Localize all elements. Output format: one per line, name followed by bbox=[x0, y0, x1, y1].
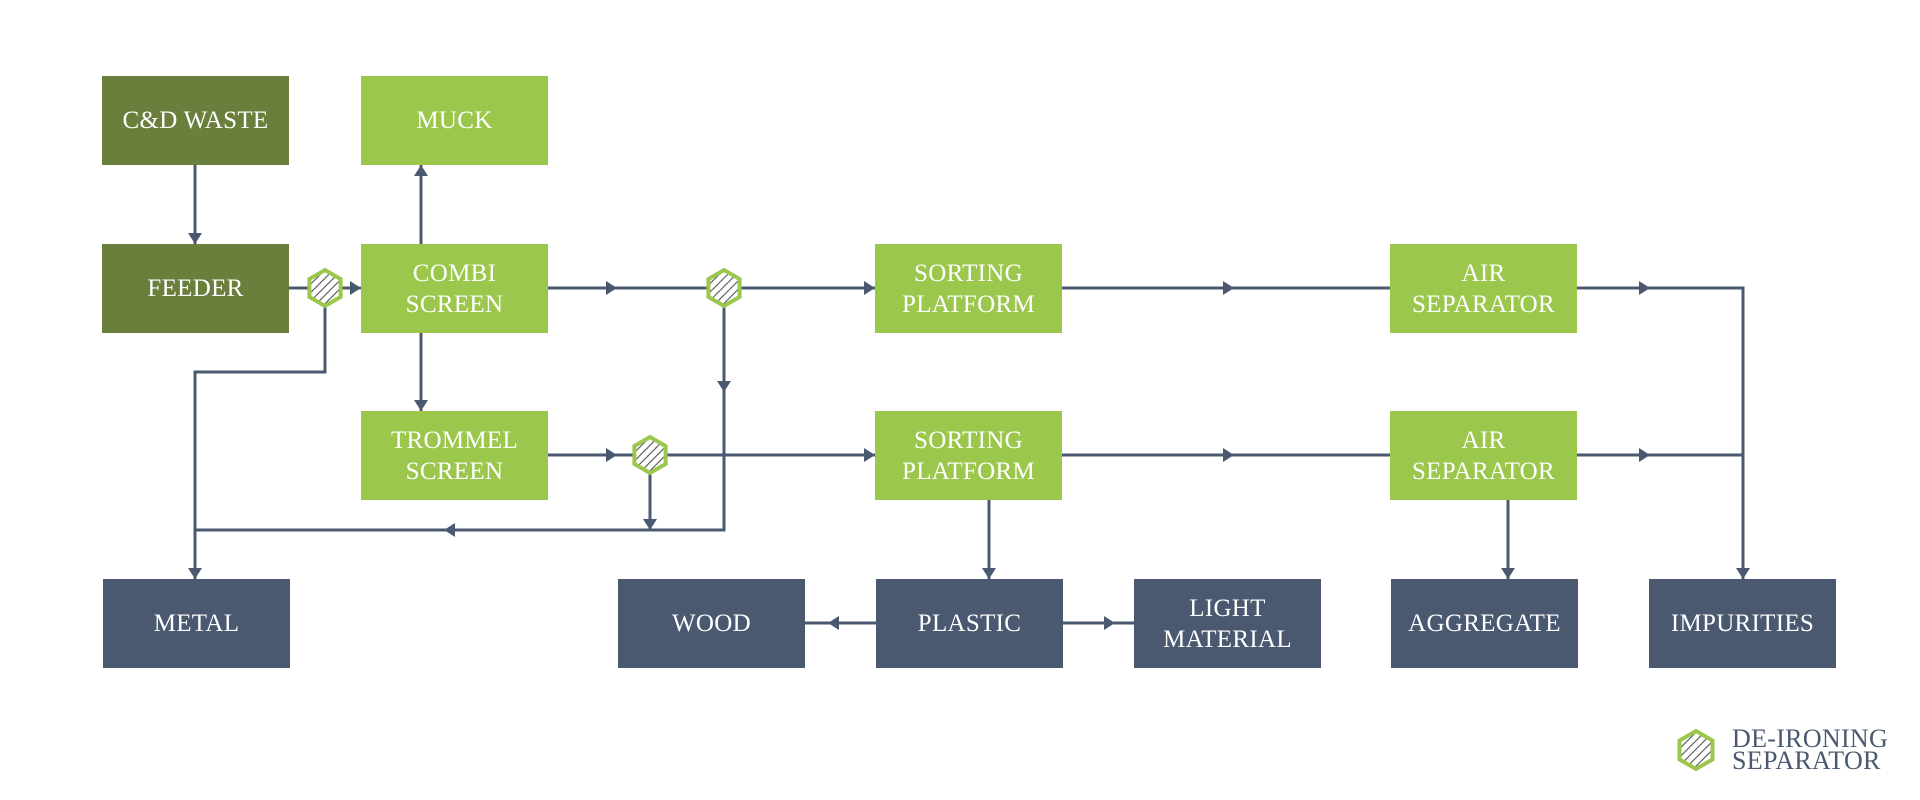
node-label: C&D WASTE bbox=[122, 107, 269, 134]
node-label: PLASTIC bbox=[917, 610, 1022, 637]
arrow-combi-sep-down bbox=[717, 381, 731, 392]
node-label: SEPARATOR bbox=[1411, 290, 1556, 318]
connector-air-top-impurities bbox=[1577, 286, 1745, 579]
arrow-metal-return bbox=[444, 523, 455, 537]
arrow-to-metal bbox=[188, 568, 202, 579]
arrow-trommel-sep-down bbox=[643, 519, 657, 530]
node-aggregate: AGGREGATE bbox=[1391, 579, 1578, 668]
node-label: AIR bbox=[1461, 426, 1506, 454]
node-label: PLATFORM bbox=[902, 457, 1035, 485]
arrow-to-muck bbox=[414, 165, 428, 176]
arrow-to-light-material bbox=[1104, 616, 1115, 630]
arrow-combi-mid bbox=[606, 281, 617, 295]
arrow-to-impurities bbox=[1736, 568, 1750, 579]
arrow-to-feeder bbox=[188, 233, 202, 244]
node-label: MUCK bbox=[416, 107, 493, 134]
legend-label-line1: DE-IRONING bbox=[1732, 724, 1889, 753]
de-ironing-separator-icon bbox=[706, 267, 742, 309]
node-label: PLATFORM bbox=[902, 290, 1035, 318]
node-label: SEPARATOR bbox=[1411, 457, 1556, 485]
node-label: AIR bbox=[1461, 259, 1506, 287]
arrow-to-combi-screen bbox=[350, 281, 361, 295]
node-label: AGGREGATE bbox=[1408, 610, 1561, 637]
arrow-air-bottom-out bbox=[1639, 448, 1650, 462]
arrow-air-top-out bbox=[1639, 281, 1650, 295]
node-feeder: FEEDER bbox=[102, 244, 289, 333]
node-cd-waste: C&D WASTE bbox=[102, 76, 289, 165]
connector-feeder-sep-metal bbox=[193, 307, 327, 579]
node-plastic: PLASTIC bbox=[876, 579, 1063, 668]
arrow-to-trommel-screen bbox=[414, 400, 428, 411]
node-label: IMPURITIES bbox=[1670, 610, 1815, 637]
node-metal: METAL bbox=[103, 579, 290, 668]
arrow-to-sorting-platform-bottom bbox=[864, 448, 875, 462]
node-label: WOOD bbox=[672, 610, 751, 637]
de-ironing-separator-icon bbox=[307, 267, 343, 309]
arrow-to-wood bbox=[828, 616, 839, 630]
node-label: LIGHT bbox=[1189, 594, 1266, 622]
hexagon-hatched-icon bbox=[1677, 728, 1715, 772]
node-label: TROMMEL bbox=[390, 426, 519, 454]
node-label: SORTING bbox=[914, 259, 1023, 287]
node-air-separator-top: AIR SEPARATOR bbox=[1390, 244, 1577, 333]
legend-label-line2: SEPARATOR bbox=[1732, 746, 1881, 775]
node-label: FEEDER bbox=[147, 275, 244, 302]
node-light-material: LIGHT MATERIAL bbox=[1134, 579, 1321, 668]
node-label: MATERIAL bbox=[1163, 625, 1292, 653]
node-label: COMBI bbox=[412, 259, 497, 287]
node-label: METAL bbox=[153, 610, 240, 637]
node-label: SORTING bbox=[914, 426, 1023, 454]
arrow-to-plastic bbox=[982, 568, 996, 579]
node-wood: WOOD bbox=[618, 579, 805, 668]
node-sorting-platform-bottom: SORTING PLATFORM bbox=[875, 411, 1062, 500]
arrow-sorting-air-top bbox=[1223, 281, 1234, 295]
node-sorting-platform-top: SORTING PLATFORM bbox=[875, 244, 1062, 333]
node-muck: MUCK bbox=[361, 76, 548, 165]
node-combi-screen: COMBI SCREEN bbox=[361, 244, 548, 333]
arrow-trommel-out bbox=[606, 448, 617, 462]
legend: DE-IRONING SEPARATOR bbox=[1674, 724, 1889, 775]
node-label: SCREEN bbox=[405, 290, 504, 318]
node-air-separator-bottom: AIR SEPARATOR bbox=[1390, 411, 1577, 500]
arrow-sorting-air-bottom bbox=[1223, 448, 1234, 462]
node-impurities: IMPURITIES bbox=[1649, 579, 1836, 668]
arrow-to-sorting-platform-top bbox=[864, 281, 875, 295]
legend-label: DE-IRONING SEPARATOR bbox=[1732, 724, 1889, 775]
node-label: SCREEN bbox=[405, 457, 504, 485]
node-trommel-screen: TROMMEL SCREEN bbox=[361, 411, 548, 500]
arrow-to-aggregate bbox=[1501, 568, 1515, 579]
de-ironing-separator-icon bbox=[632, 434, 668, 476]
